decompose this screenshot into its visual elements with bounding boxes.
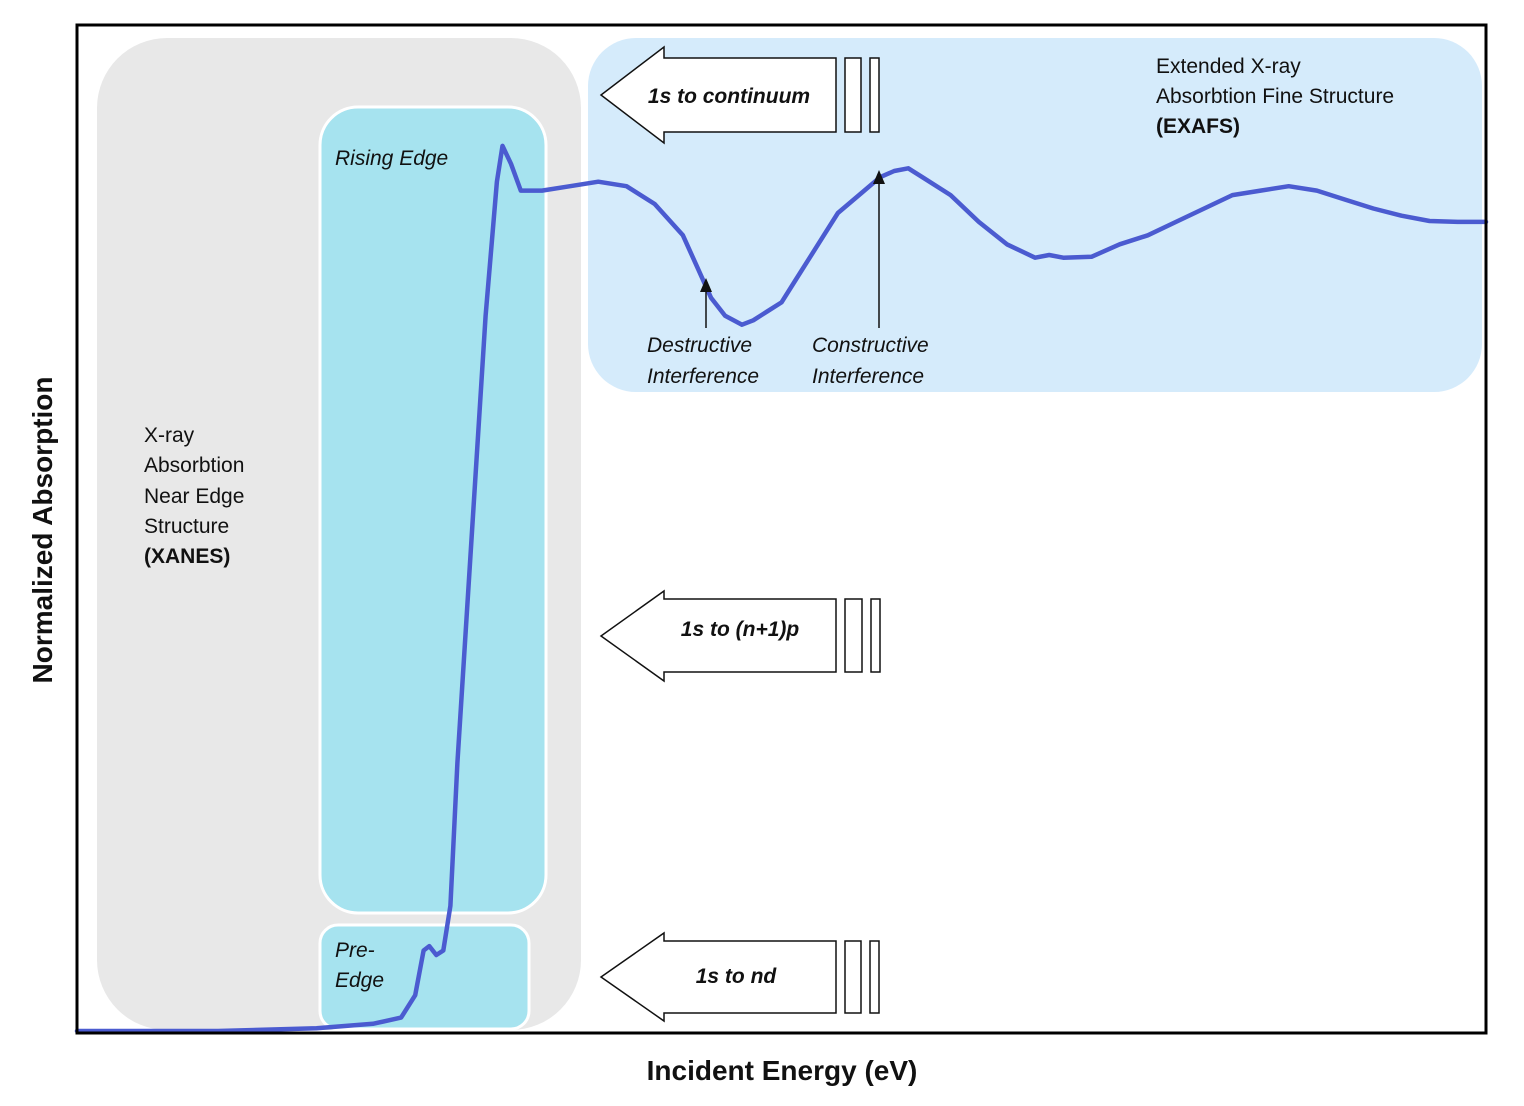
arrow-bar [844,940,862,1014]
annotation-constructive: Constructive Interference [812,170,929,388]
arrow-bar [844,598,863,673]
xanes-label: X-ray Absorbtion Near Edge Structure (XA… [144,424,244,568]
arrow-bar [869,57,880,133]
arrow-shape [599,931,837,1023]
pre-edge-label-line-1: Edge [335,969,384,992]
arrow-head-icon [873,170,885,184]
transition-label-continuum: 1s to continuum [648,85,810,108]
region-rising-edge [318,105,548,915]
xanes-label-bold: (XANES) [144,545,230,568]
constructive-label-line-1: Interference [812,365,924,388]
region-pre-edge [318,923,531,1031]
spectrum-line [74,143,1489,1034]
transition-arrow-nd: 1s to nd [599,931,880,1023]
exafs-label: Extended X-ray Absorbtion Fine Structure… [1156,55,1394,138]
constructive-label-line-0: Constructive [812,334,929,357]
arrow-bar [869,940,880,1014]
exafs-label-line-1: Absorbtion Fine Structure [1156,85,1394,108]
xanes-label-line-2: Near Edge [144,485,244,508]
transition-label-nd: 1s to nd [696,965,778,988]
rising-edge-label: Rising Edge [335,147,448,170]
arrow-shape [599,589,837,683]
arrow-head-icon [700,278,712,292]
xanes-label-line-3: Structure [144,515,229,538]
arrow-shape [599,45,837,145]
transition-arrow-continuum: 1s to continuum [599,45,880,145]
plot-frame [75,23,1488,1035]
y-axis-title: Normalized Absorption [27,377,58,684]
transition-label-np: 1s to (n+1)p [681,618,800,641]
arrow-bar [870,598,881,673]
exafs-label-line-0: Extended X-ray [1156,55,1301,78]
xanes-label-line-1: Absorbtion [144,454,244,477]
transition-arrow-np: 1s to (n+1)p [599,589,881,683]
destructive-label-line-1: Interference [647,365,759,388]
destructive-label-line-0: Destructive [647,334,752,357]
xanes-label-line-0: X-ray [144,424,195,447]
exafs-label-bold: (EXAFS) [1156,115,1240,138]
pre-edge-label-line-0: Pre- [335,939,375,962]
arrow-bar [844,57,862,133]
annotation-destructive: Destructive Interference [647,278,759,388]
x-axis-title: Incident Energy (eV) [647,1055,918,1086]
